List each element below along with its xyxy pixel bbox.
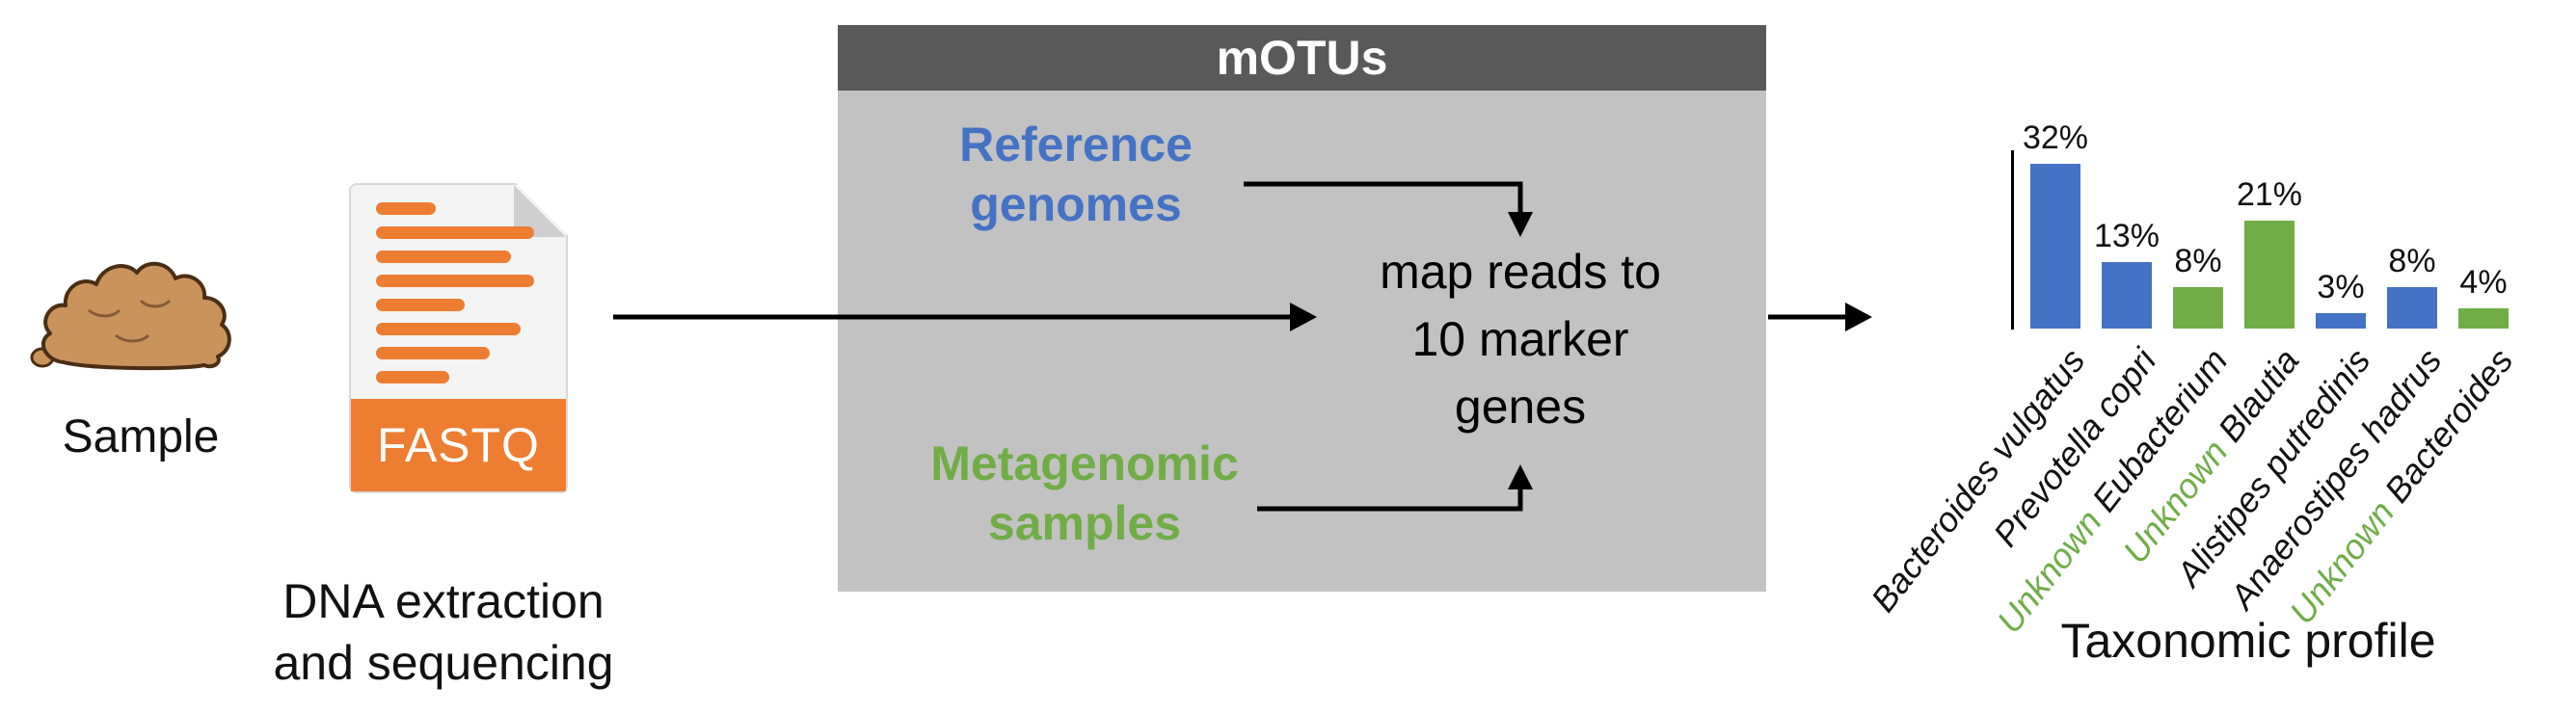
chart-bar [2458,308,2509,329]
fastq-caption: DNA extraction and sequencing [273,570,613,694]
text-line [376,226,534,239]
fastq-caption-line2: and sequencing [273,636,614,690]
bar-value-label: 8% [2388,243,2436,279]
text-line [376,202,436,215]
motus-title: mOTUs [838,25,1766,91]
reference-line1: Reference [959,118,1193,172]
metagenomic-line2: samples [987,496,1182,550]
text-line [376,347,490,359]
bar-value-label: 8% [2174,243,2222,279]
metagenomic-line1: Metagenomic [930,436,1239,490]
metagenomic-samples-label: Metagenomic samples [930,434,1239,553]
y-axis-line [2011,150,2014,330]
map-line3: genes [1454,380,1587,434]
fastq-caption-line1: DNA extraction [282,574,604,628]
fastq-file-icon: FASTQ [349,183,568,493]
reference-line2: genomes [970,177,1182,231]
bar-value-label: 3% [2317,269,2365,305]
text-line [376,251,511,263]
sample-label: Sample [62,411,220,462]
bar-value-label: 32% [2022,119,2089,156]
text-line [376,299,465,311]
map-reads-label: map reads to 10 marker genes [1380,238,1661,440]
chart-bar [2102,262,2152,329]
bar-value-label: 13% [2093,218,2160,254]
map-line1: map reads to [1380,245,1661,299]
chart-bar [2173,287,2223,329]
fastq-text-lines [376,202,541,395]
fastq-badge: FASTQ [351,399,566,491]
bar-value-label: 4% [2459,264,2508,301]
chart-title: Taxonomic profile [2060,614,2436,668]
chart-bar [2387,287,2437,329]
sample-pile-icon [30,261,231,371]
text-line [376,275,534,287]
reference-genomes-label: Reference genomes [959,115,1193,234]
chart-bar [2316,313,2366,329]
chart-bar [2244,221,2294,329]
text-line [376,323,521,335]
chart-bar [2030,164,2080,329]
bar-value-label: 21% [2236,176,2303,213]
map-line2: 10 marker [1411,312,1629,366]
text-line [376,371,449,383]
